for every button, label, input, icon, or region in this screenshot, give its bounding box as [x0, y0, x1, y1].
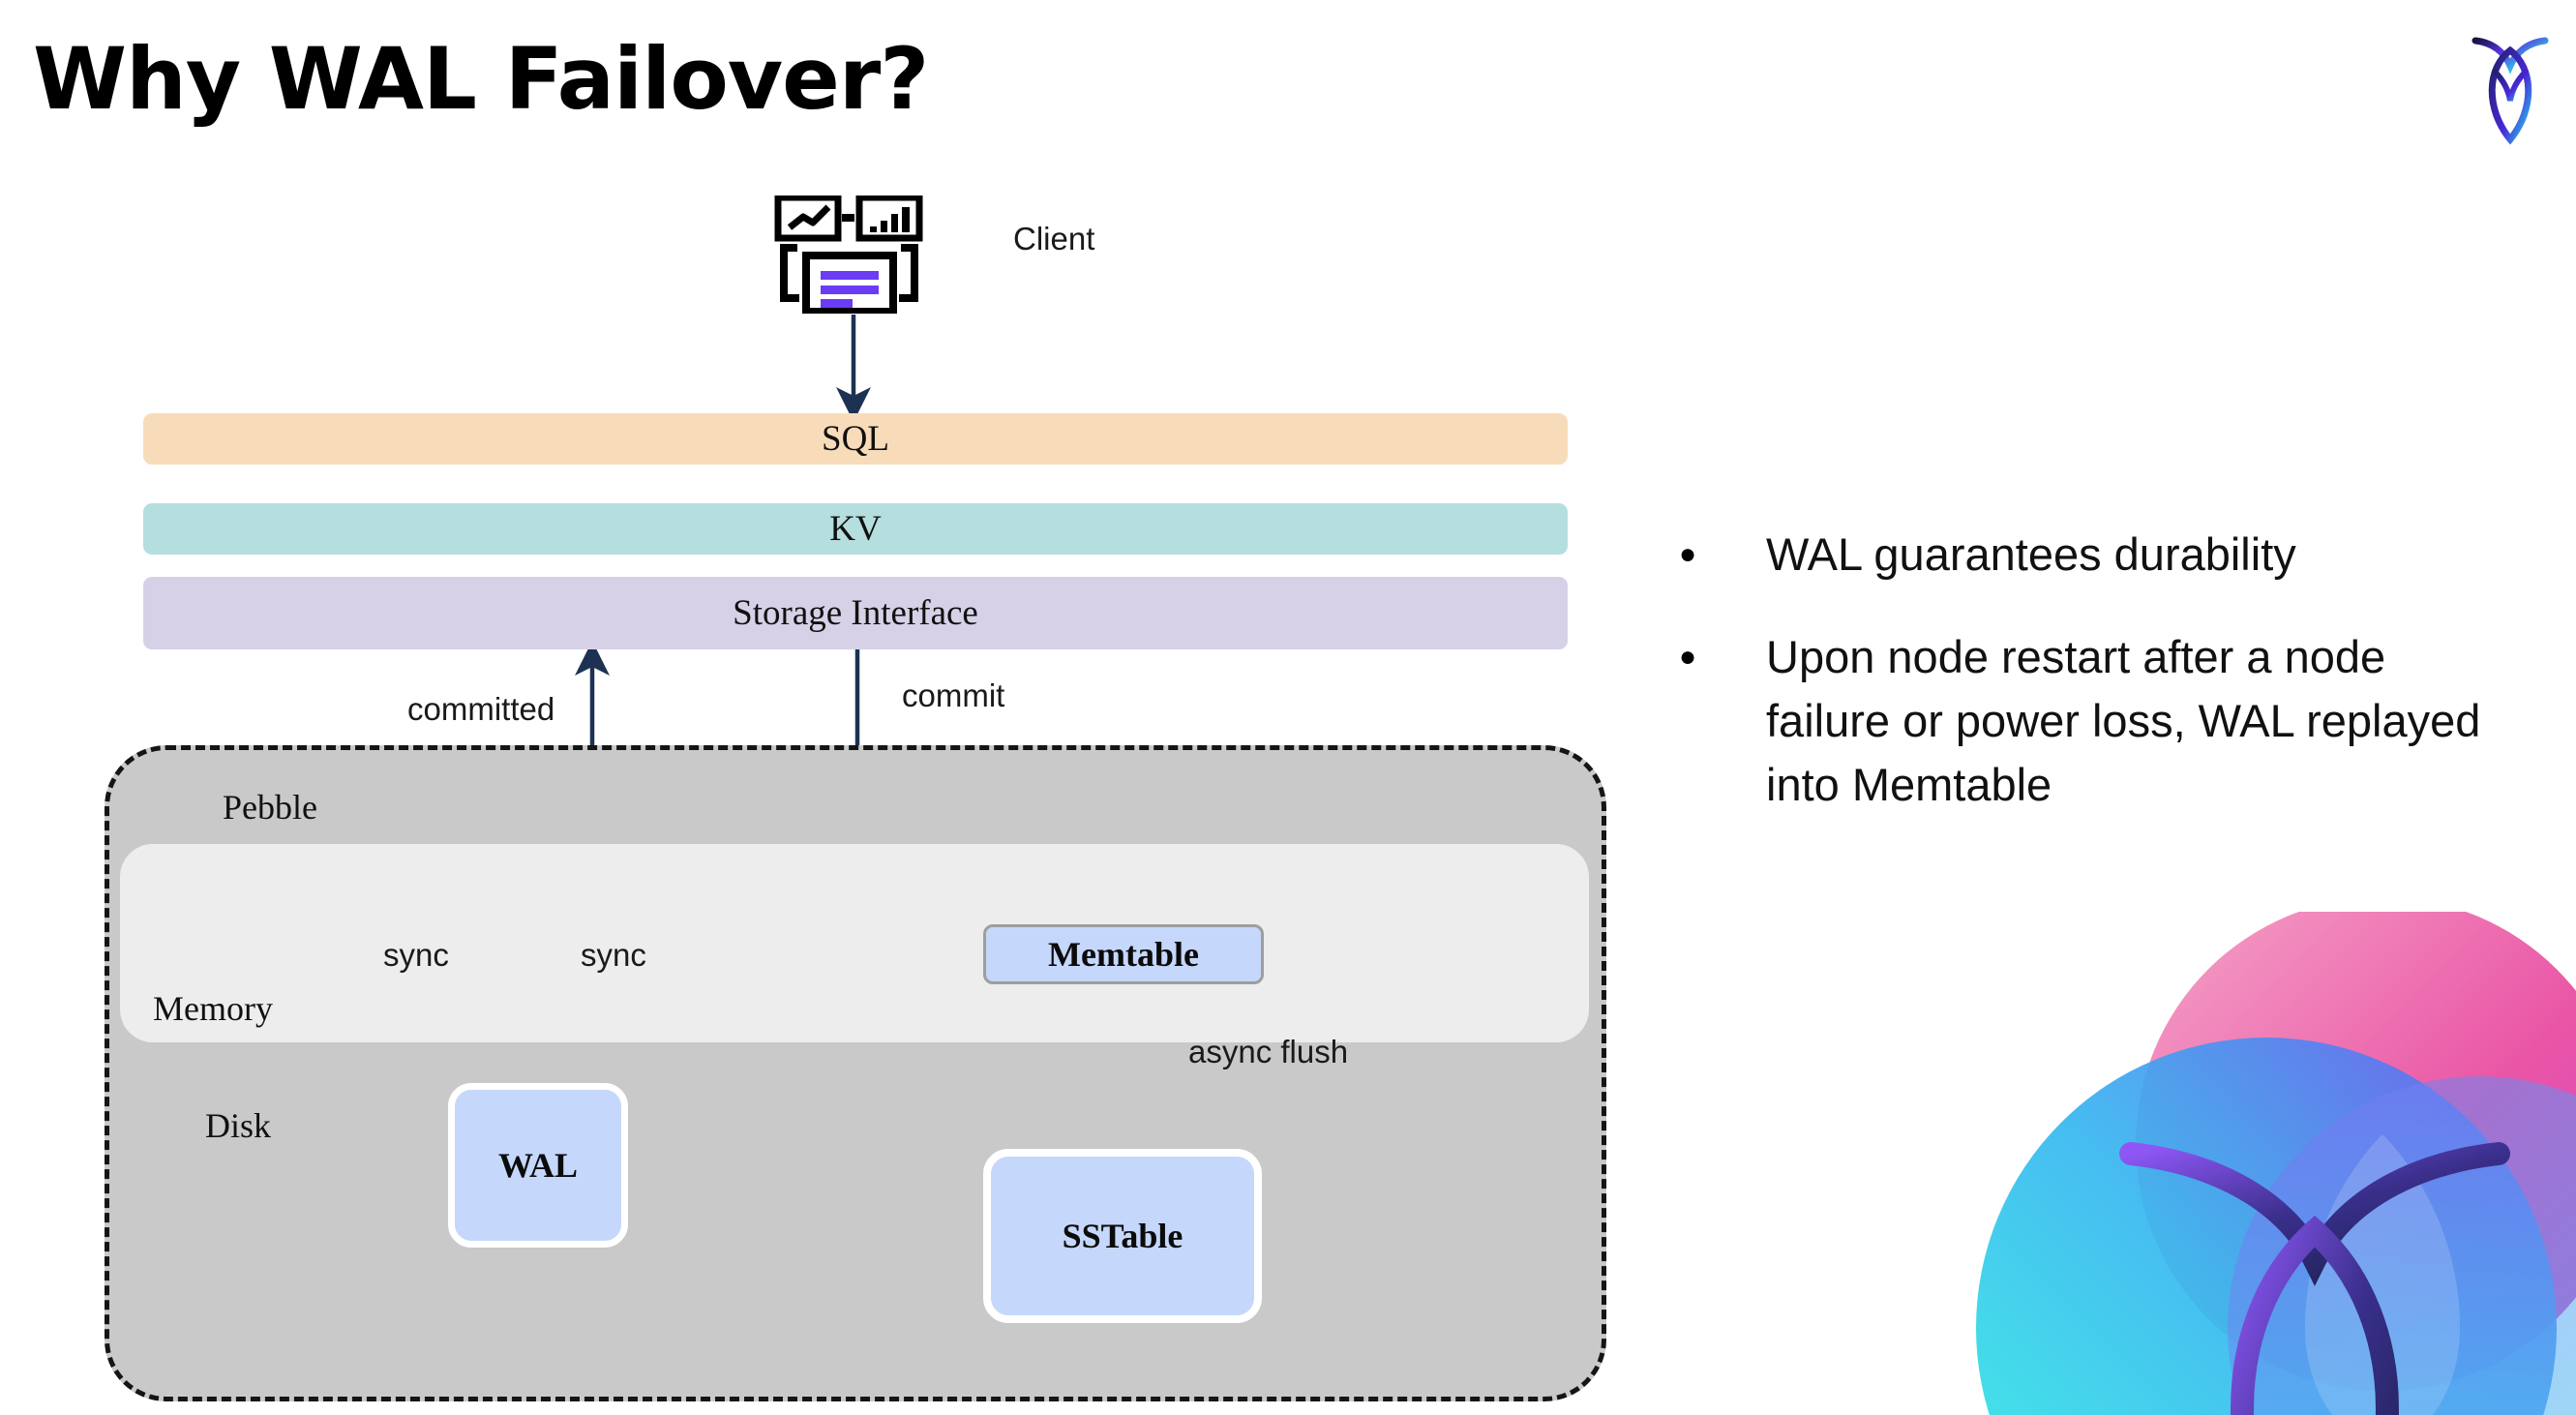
edge-label-sync-right: sync: [581, 937, 646, 973]
edge-label-committed: committed: [407, 691, 555, 727]
layer-bar-sql: SQL: [143, 413, 1568, 465]
bullet-text: WAL guarantees durability: [1766, 528, 2296, 580]
client-label: Client: [1013, 221, 1095, 256]
layer-bar-storage-interface: Storage Interface: [143, 577, 1568, 649]
pebble-label: Pebble: [223, 788, 317, 827]
memory-label: Memory: [153, 989, 273, 1028]
layer-label-kv: KV: [829, 509, 882, 549]
client-dashboard-icon: [774, 194, 929, 316]
disk-label: Disk: [205, 1106, 272, 1145]
list-item: ● Upon node restart after a node failure…: [1679, 625, 2521, 817]
list-item: ● WAL guarantees durability: [1679, 523, 2521, 587]
edge-label-async-flush: async flush: [1188, 1034, 1349, 1069]
node-label-wal: WAL: [497, 1146, 579, 1185]
node-sstable: SSTable: [983, 1149, 1262, 1323]
architecture-diagram: Client SQL KV Storage Interface Pebble M…: [105, 194, 1606, 1401]
node-label-memtable: Memtable: [1048, 935, 1199, 974]
node-memtable: Memtable: [983, 924, 1264, 984]
layer-bar-kv: KV: [143, 503, 1568, 555]
decorative-corner-graphic: [1899, 897, 2576, 1415]
layer-label-storage-interface: Storage Interface: [733, 593, 978, 633]
bullet-text: Upon node restart after a node failure o…: [1766, 631, 2481, 810]
bullet-marker-icon: ●: [1679, 641, 1697, 673]
page-title: Why WAL Failover?: [33, 29, 929, 129]
bullet-list: ● WAL guarantees durability ● Upon node …: [1679, 523, 2521, 856]
layer-label-sql: SQL: [822, 419, 889, 459]
edge-label-sync-left: sync: [383, 937, 449, 973]
memory-region: [120, 844, 1589, 1042]
node-wal: WAL: [448, 1083, 628, 1248]
node-label-sstable: SSTable: [1062, 1217, 1183, 1255]
cockroach-leaf-logo-icon: [2466, 23, 2555, 151]
bullet-marker-icon: ●: [1679, 538, 1697, 570]
edge-label-commit: commit: [902, 677, 1005, 713]
